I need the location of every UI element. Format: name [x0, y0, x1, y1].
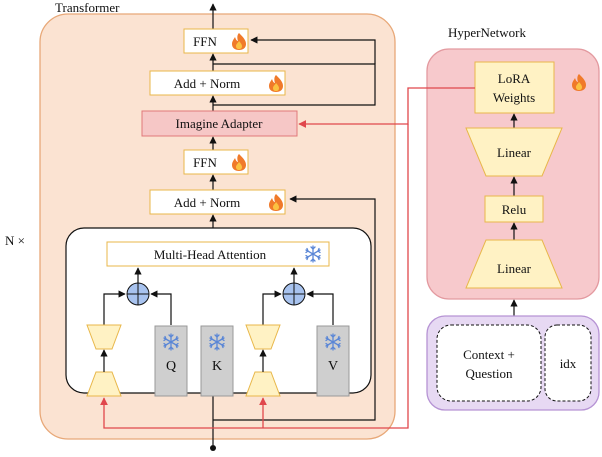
- ffn-mid-label: FFN: [193, 155, 217, 170]
- lora-weights-block: LoRA Weights: [474, 61, 555, 114]
- multi-head-attention-block: Multi-Head Attention: [106, 241, 330, 267]
- plus-circle-left: [126, 282, 150, 306]
- q-label: Q: [166, 359, 176, 374]
- hypernetwork-title: HyperNetwork: [448, 25, 526, 40]
- context-question-block: Context + Question: [436, 324, 542, 402]
- add-norm-top-block: Add + Norm: [149, 70, 286, 96]
- input-node: [210, 445, 216, 451]
- k-block: K: [200, 325, 234, 397]
- question-label: Question: [466, 366, 513, 381]
- lora-trapezoid-right: [245, 324, 281, 397]
- repeat-label: N ×: [5, 233, 25, 248]
- lora-weights-connectors: [100, 87, 475, 429]
- idx-block: idx: [544, 324, 592, 402]
- q-block: Q: [154, 325, 188, 397]
- k-label: K: [212, 359, 222, 374]
- weights-label: Weights: [493, 90, 535, 105]
- linear-top-label: Linear: [497, 145, 532, 160]
- add-norm-mid-block: Add + Norm: [149, 189, 286, 215]
- linear-bottom-label: Linear: [497, 261, 532, 276]
- ffn-mid-block: FFN: [183, 149, 249, 175]
- add-norm-top-label: Add + Norm: [174, 76, 241, 91]
- context-label: Context +: [463, 347, 515, 362]
- imagine-adapter-block: Imagine Adapter: [141, 110, 298, 137]
- relu-label: Relu: [502, 202, 527, 217]
- linear-bottom-block: Linear: [465, 239, 563, 289]
- transformer-title: Transformer: [55, 0, 120, 15]
- plus-circle-right: [282, 282, 306, 306]
- linear-top-block: Linear: [465, 127, 563, 177]
- lora-label: LoRA: [498, 71, 531, 86]
- idx-label: idx: [560, 356, 577, 371]
- v-block: V: [316, 325, 350, 397]
- ffn-top-label: FFN: [193, 34, 217, 49]
- lora-trapezoid-left: [86, 324, 122, 397]
- v-label: V: [328, 359, 338, 374]
- multi-head-attention-label: Multi-Head Attention: [154, 247, 267, 262]
- imagine-adapter-label: Imagine Adapter: [176, 116, 264, 131]
- relu-block: Relu: [484, 195, 544, 223]
- ffn-top-block: FFN: [183, 28, 249, 54]
- add-norm-mid-label: Add + Norm: [174, 195, 241, 210]
